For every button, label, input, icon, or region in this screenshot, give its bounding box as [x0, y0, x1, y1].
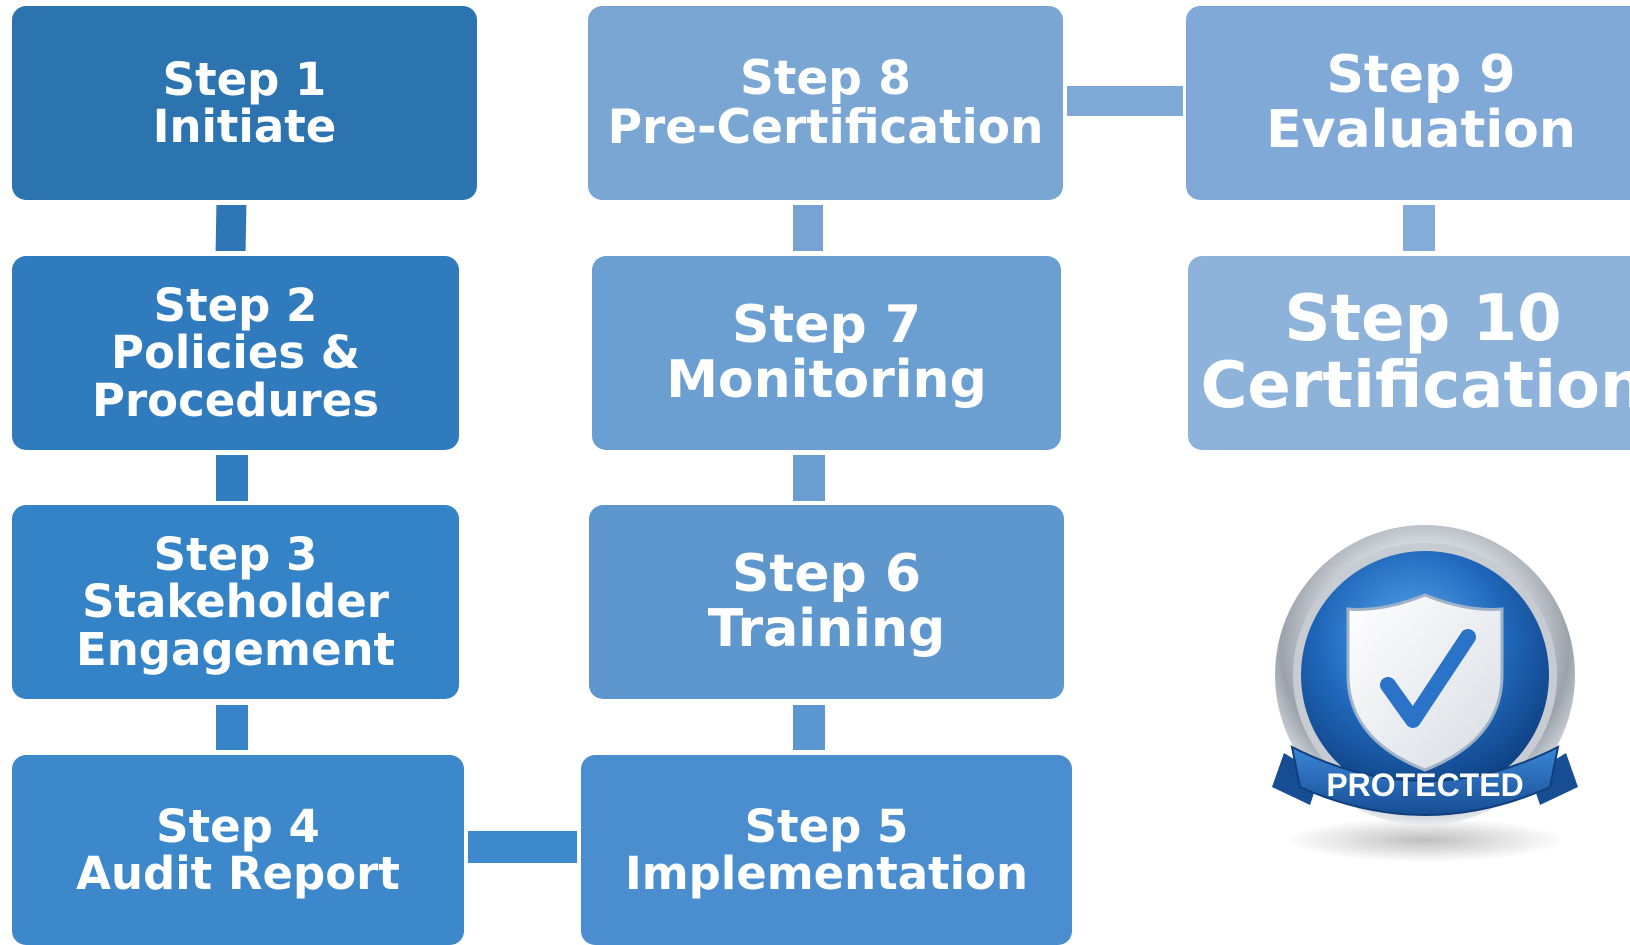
step-2-title-line-2: Procedures [91, 373, 380, 427]
connector-step-6-to-7 [793, 455, 825, 501]
step-1-title: Initiate [152, 100, 337, 153]
connector-step-5-to-6 [793, 705, 825, 750]
connector-step-8-to-9 [1067, 86, 1183, 116]
step-2-title-line-1: Policies & [110, 326, 361, 380]
step-9-box: Step 9 Evaluation [1186, 6, 1630, 200]
step-2-box: Step 2 Policies & Procedures [12, 256, 459, 450]
step-10-number: Step 10 [1284, 281, 1562, 356]
connector-step-7-to-8 [793, 205, 823, 251]
step-6-title: Training [707, 599, 946, 659]
connector-step-4-to-5 [468, 831, 577, 863]
connector-step-2-to-3 [216, 455, 248, 501]
step-6-number: Step 6 [731, 544, 922, 605]
step-5-title: Implementation [624, 847, 1028, 900]
step-5-number: Step 5 [744, 799, 909, 853]
protected-badge: PROTECTED [1250, 525, 1600, 875]
step-5-box: Step 5 Implementation [581, 755, 1072, 945]
step-10-box: Step 10 Certification [1188, 256, 1630, 450]
connector-step-9-to-10 [1403, 205, 1435, 251]
connector-step-1-to-2 [215, 205, 247, 251]
step-4-title: Audit Report [76, 847, 400, 900]
step-6-box: Step 6 Training [589, 505, 1064, 699]
step-8-box: Step 8 Pre-Certification [588, 6, 1063, 200]
step-3-number: Step 3 [153, 528, 318, 582]
step-3-title-line-1: Stakeholder [82, 575, 389, 629]
step-1-box: Step 1 Initiate [12, 6, 477, 200]
step-1-number: Step 1 [162, 52, 327, 106]
shield-check-icon: PROTECTED [1272, 525, 1578, 862]
step-7-box: Step 7 Monitoring [592, 256, 1061, 450]
step-7-title: Monitoring [666, 350, 987, 410]
connector-step-3-to-4 [216, 705, 248, 750]
step-7-number: Step 7 [731, 295, 922, 356]
step-3-box: Step 3 Stakeholder Engagement [12, 505, 459, 699]
step-10-title: Certification [1200, 349, 1630, 423]
protected-badge-label: PROTECTED [1326, 767, 1523, 803]
step-4-box: Step 4 Audit Report [12, 755, 464, 945]
step-8-title: Pre-Certification [607, 100, 1044, 155]
step-2-number: Step 2 [153, 279, 318, 333]
step-9-number: Step 9 [1326, 45, 1516, 106]
step-9-title: Evaluation [1266, 100, 1576, 160]
step-4-number: Step 4 [156, 799, 320, 853]
step-8-number: Step 8 [740, 50, 911, 106]
step-3-title-line-2: Engagement [75, 622, 396, 676]
